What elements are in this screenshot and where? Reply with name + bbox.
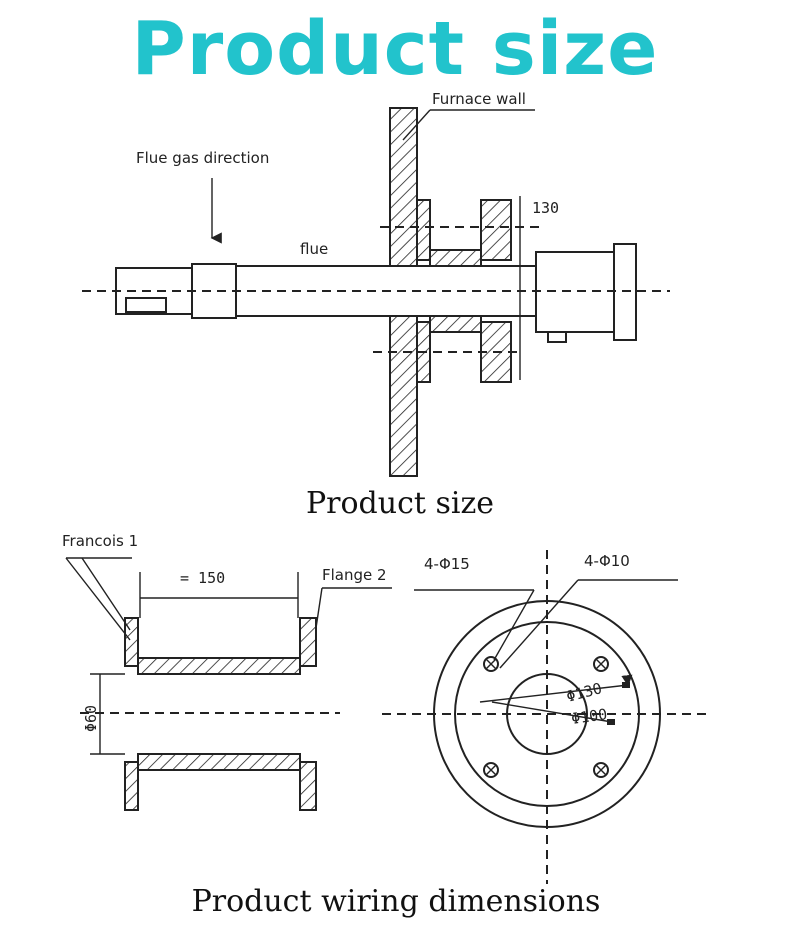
phi130-mark	[622, 682, 630, 688]
flange-section-diagram: Francois 1 Flange 2 = 150 Φ60	[62, 532, 392, 811]
flue-gas-direction-label: Flue gas direction	[136, 149, 269, 167]
bolt-hole	[593, 762, 609, 778]
probe-tip-slot	[125, 297, 167, 313]
holes-10-label: 4-Φ10	[584, 552, 630, 570]
phi100-label: Φ100	[570, 705, 608, 728]
caption-wiring-dimensions: Product wiring dimensions	[192, 884, 601, 919]
holes-10-leader-2	[499, 579, 579, 669]
furnace-wall-leader	[402, 109, 431, 141]
page-title: Product size	[131, 6, 659, 92]
sleeve-wall-top	[137, 657, 301, 675]
dim-130-label: 130	[532, 199, 559, 217]
flue-label: flue	[300, 240, 328, 258]
probe-collar	[191, 263, 237, 319]
flange-2-bottom	[299, 761, 317, 811]
dim-150-label: = 150	[180, 569, 225, 587]
caption-product-size: Product size	[306, 486, 494, 521]
dim-phi60-label: Φ60	[82, 705, 100, 732]
installation-diagram: Furnace wall Flue gas direction flue 130	[82, 90, 670, 477]
bolt-hole	[483, 656, 499, 672]
sleeve-top	[429, 249, 482, 267]
bolt-hole	[593, 656, 609, 672]
francois-1-label: Francois 1	[62, 532, 138, 550]
flange-right-top	[480, 199, 512, 261]
phi100-mark	[607, 719, 615, 725]
francois-leader-1	[65, 557, 131, 641]
flange-1-top	[124, 617, 139, 667]
cable-gland	[547, 331, 567, 343]
flange-face-diagram: 4-Φ15 4-Φ10 Φ130 Φ100	[382, 550, 712, 884]
holes-15-leader-2	[493, 589, 535, 661]
flange-1-bottom	[124, 761, 139, 811]
flange-2-label: Flange 2	[322, 566, 387, 584]
flange-2-top	[299, 617, 317, 667]
flange-2-leader	[315, 587, 323, 629]
phi130-leader	[479, 674, 633, 703]
phi100-leader	[491, 701, 613, 723]
sleeve-bottom	[429, 315, 482, 333]
flange-left-top	[416, 199, 431, 261]
sleeve-wall-bottom	[137, 753, 301, 771]
holes-15-label: 4-Φ15	[424, 555, 470, 573]
bolt-holes	[483, 656, 609, 778]
francois-leader-3	[81, 557, 131, 631]
bolt-hole	[483, 762, 499, 778]
furnace-wall-label: Furnace wall	[432, 90, 526, 108]
